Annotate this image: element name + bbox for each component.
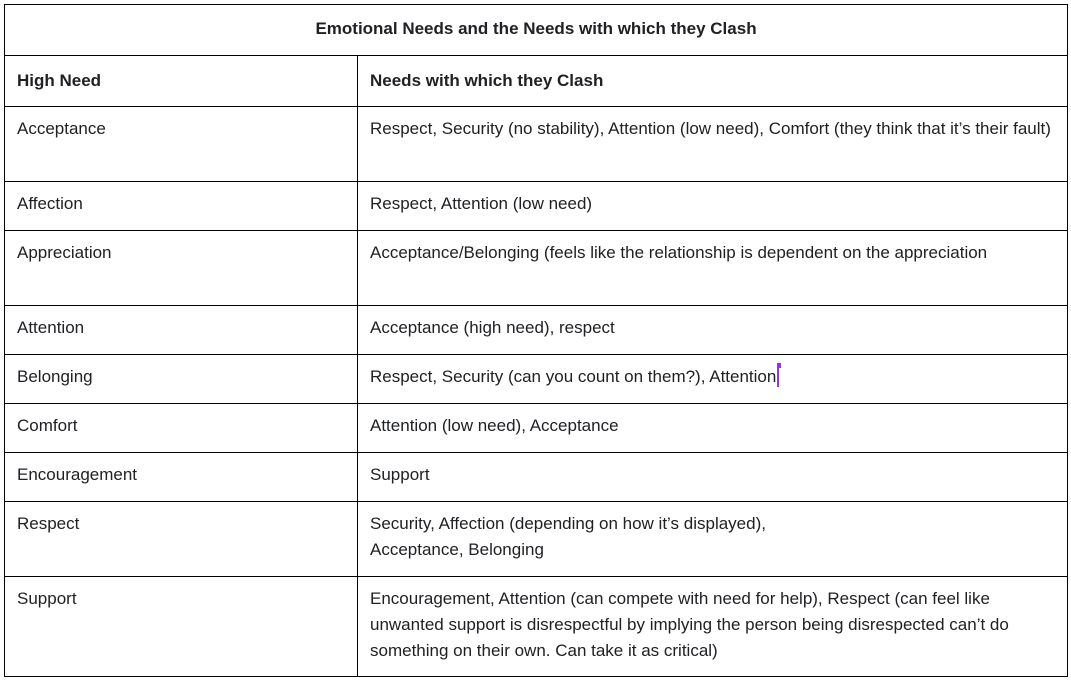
cell-text-line: Security, Affection (depending on how it… <box>370 514 766 533</box>
cell-high-need[interactable]: Respect <box>4 501 358 577</box>
cell-clashing-needs[interactable]: Encouragement, Attention (can compete wi… <box>356 576 1069 677</box>
table-row: Acceptance Respect, Security (no stabili… <box>4 106 1069 182</box>
table-row: Affection Respect, Attention (low need) <box>4 181 1069 231</box>
emotional-needs-table: Emotional Needs and the Needs with which… <box>3 4 1069 677</box>
table-row: Encouragement Support <box>4 452 1069 502</box>
cell-high-need[interactable]: Encouragement <box>4 452 358 502</box>
cell-clashing-needs[interactable]: Support <box>356 452 1069 502</box>
table-row: Belonging Respect, Security (can you cou… <box>4 354 1069 404</box>
text-cursor-icon <box>777 365 780 387</box>
table-row: Appreciation Acceptance/Belonging (feels… <box>4 230 1069 306</box>
cell-clashing-needs[interactable]: Respect, Attention (low need) <box>356 181 1069 231</box>
cursor-flag-icon <box>777 363 782 368</box>
table-title-row: Emotional Needs and the Needs with which… <box>3 4 1069 56</box>
cell-clashing-needs[interactable]: Acceptance (high need), respect <box>356 305 1069 355</box>
cell-high-need[interactable]: Affection <box>4 181 358 231</box>
table-row: Attention Acceptance (high need), respec… <box>4 305 1069 355</box>
table-row: Respect Security, Affection (depending o… <box>4 501 1069 577</box>
table-header-row: High Need Needs with which they Clash <box>4 55 1069 107</box>
cell-clashing-needs[interactable]: Attention (low need), Acceptance <box>356 403 1069 453</box>
cell-high-need[interactable]: Attention <box>4 305 358 355</box>
cell-clashing-needs[interactable]: Acceptance/Belonging (feels like the rel… <box>356 230 1069 306</box>
cell-clashing-needs[interactable]: Respect, Security (can you count on them… <box>356 354 1069 404</box>
header-high-need[interactable]: High Need <box>4 55 358 107</box>
header-clashing-needs[interactable]: Needs with which they Clash <box>356 55 1069 107</box>
cell-clashing-needs[interactable]: Respect, Security (no stability), Attent… <box>356 106 1069 182</box>
table-row: Comfort Attention (low need), Acceptance <box>4 403 1069 453</box>
cell-high-need[interactable]: Support <box>4 576 358 677</box>
table-title[interactable]: Emotional Needs and the Needs with which… <box>3 4 1069 56</box>
cell-text: Respect, Security (can you count on them… <box>370 367 777 386</box>
cell-high-need[interactable]: Acceptance <box>4 106 358 182</box>
table-row: Support Encouragement, Attention (can co… <box>4 576 1069 677</box>
cell-high-need[interactable]: Comfort <box>4 403 358 453</box>
cell-high-need[interactable]: Appreciation <box>4 230 358 306</box>
cell-high-need[interactable]: Belonging <box>4 354 358 404</box>
cell-clashing-needs[interactable]: Security, Affection (depending on how it… <box>356 501 1069 577</box>
cell-text-line: Acceptance, Belonging <box>370 540 544 559</box>
